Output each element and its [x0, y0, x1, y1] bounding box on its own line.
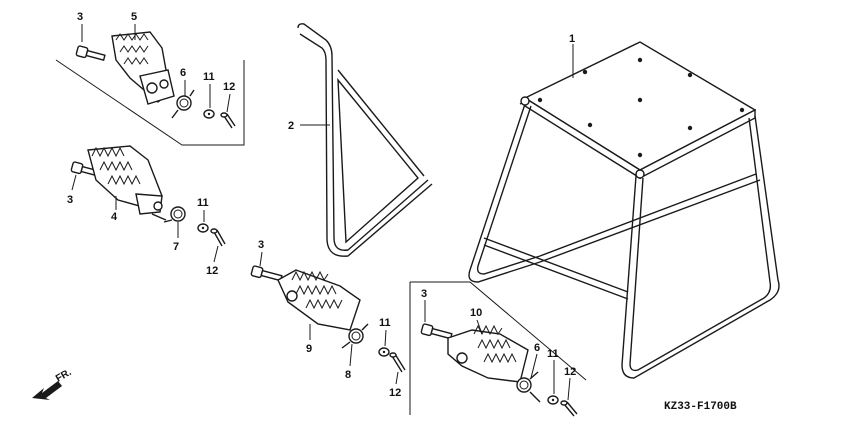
- callout-11: 11: [197, 197, 209, 209]
- callout-12: 12: [206, 265, 218, 277]
- callout-8: 8: [345, 369, 351, 381]
- callout-2: 2: [288, 120, 294, 132]
- center-footpeg-group: [250, 265, 406, 373]
- callout-12: 12: [389, 387, 401, 399]
- front-direction-arrow-icon: [32, 381, 62, 400]
- callout-3: 3: [67, 194, 73, 206]
- callout-11: 11: [379, 317, 391, 329]
- callout-3: 3: [421, 288, 427, 300]
- direction-label: FR.: [54, 367, 74, 385]
- inset-top-left: [55, 31, 245, 146]
- callout-6: 6: [534, 342, 540, 354]
- callout-3: 3: [77, 11, 83, 23]
- callout-11: 11: [203, 71, 215, 83]
- leader-lines: [71, 24, 574, 401]
- callout-12: 12: [564, 366, 576, 378]
- callout-11: 11: [547, 348, 559, 360]
- callout-7: 7: [173, 241, 179, 253]
- inset-bottom-right: [409, 281, 587, 417]
- callout-9: 9: [306, 343, 312, 355]
- stand: [468, 41, 780, 379]
- callout-6: 6: [180, 67, 186, 79]
- callout-5: 5: [131, 11, 137, 23]
- callout-10: 10: [470, 307, 482, 319]
- left-footpeg-group: [70, 145, 226, 247]
- callout-1: 1: [569, 33, 575, 45]
- diagram-code: KZ33-F1700B: [664, 401, 737, 413]
- callout-12: 12: [223, 81, 235, 93]
- callout-4: 4: [111, 211, 118, 223]
- stand-handle: [297, 23, 433, 257]
- callout-3: 3: [258, 239, 264, 251]
